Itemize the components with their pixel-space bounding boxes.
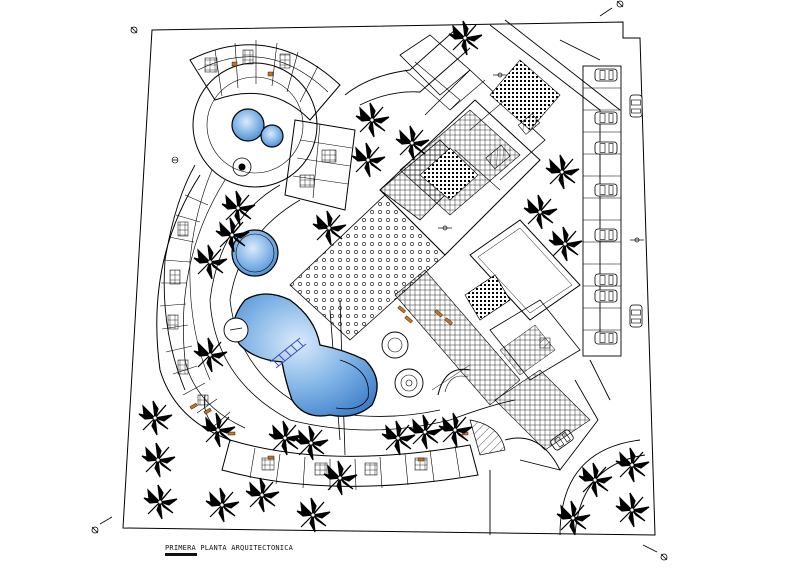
upper-pool: [231, 108, 284, 148]
entry-details: [438, 72, 644, 243]
caption-underline: [165, 553, 197, 556]
east-building: [464, 219, 581, 381]
survey-markers: [91, 0, 668, 561]
site-boundary: [122, 21, 656, 536]
main-pool: [223, 293, 378, 417]
parking-lot: [549, 65, 643, 452]
deck-furniture: [189, 61, 469, 462]
round-pool: [231, 229, 279, 277]
main-building: [379, 34, 561, 256]
drawing-caption: PRIMERA PLANTA ARQUITECTONICA: [165, 544, 294, 552]
north-room-wing: [189, 40, 341, 121]
west-room-wing: [156, 174, 246, 441]
stair-band: [394, 269, 591, 451]
east-room-wing: [284, 119, 356, 211]
round-kiosks: [381, 331, 506, 456]
access-roads: [344, 19, 621, 535]
